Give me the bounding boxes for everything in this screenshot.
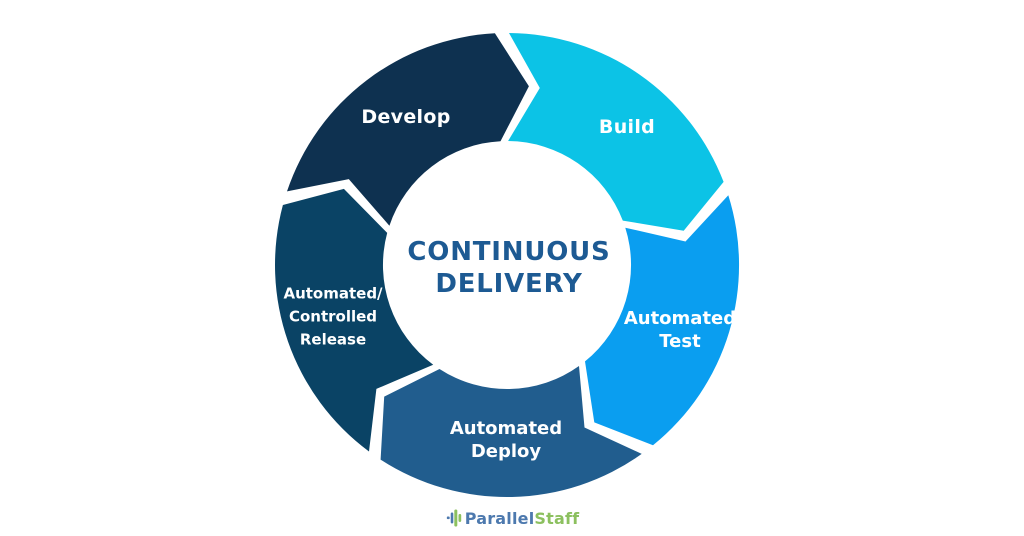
segment-label-build: Build xyxy=(599,116,655,138)
diagram-center-title: CONTINUOUS DELIVERY xyxy=(407,236,610,300)
parallelstaff-logo: ParallelStaff xyxy=(446,508,580,528)
segment-automated-controlled-release-shape xyxy=(275,188,434,452)
segment-label-line: Release xyxy=(299,330,367,349)
segment-label-line: Controlled xyxy=(288,307,378,326)
segment-label-line: Deploy xyxy=(470,441,542,462)
segment-label-develop: Develop xyxy=(361,106,450,128)
segment-automated-deploy-shape xyxy=(380,366,642,498)
segment-build-shape xyxy=(508,33,724,231)
title-line: CONTINUOUS xyxy=(407,237,611,267)
segment-label-line: Automated xyxy=(449,418,563,439)
title-line: DELIVERY xyxy=(435,269,583,299)
segment-automated-test-shape xyxy=(585,195,740,446)
logo-text-parallel: Parallel xyxy=(464,508,535,528)
segment-label-line: Automated/ xyxy=(283,284,383,303)
segment-label-automated-test: Automated Test xyxy=(624,307,736,353)
parallelstaff-logo-icon xyxy=(446,509,462,527)
segment-label-line: Build xyxy=(598,116,656,138)
parallelstaff-logo-text: ParallelStaff xyxy=(465,509,580,528)
segment-label-line: Test xyxy=(659,331,701,352)
segment-label-automated-deploy: Automated Deploy xyxy=(450,417,562,463)
segment-develop-shape xyxy=(287,33,529,226)
segment-label-automated-controlled-release: Automated/ Controlled Release xyxy=(283,283,382,352)
segment-label-line: Develop xyxy=(361,106,451,128)
logo-text-staff: Staff xyxy=(534,508,580,528)
segment-label-line: Automated xyxy=(623,308,737,329)
